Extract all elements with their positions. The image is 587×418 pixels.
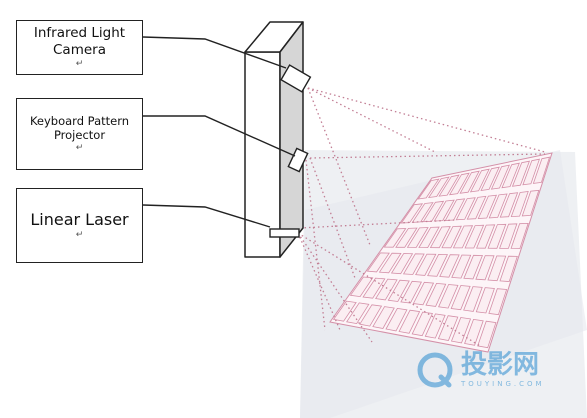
label-linear-laser: Linear Laser↵ — [16, 188, 143, 263]
keyboard-key — [411, 202, 434, 223]
label-camera-line2: Camera — [53, 41, 106, 58]
keyboard-key — [466, 195, 487, 220]
keyboard-key — [433, 199, 455, 222]
keyboard-key — [480, 166, 500, 191]
keyboard-key — [441, 225, 462, 249]
keyboard-key — [475, 255, 495, 281]
keyboard-key — [476, 224, 496, 249]
keyboard-key — [501, 162, 520, 189]
keyboard-key — [378, 252, 402, 274]
leader-lines — [142, 36, 296, 228]
keyboard-key — [438, 284, 459, 309]
keyboard-key — [510, 222, 529, 249]
label-projector-line2: Projector — [53, 128, 106, 143]
keyboard-key — [366, 252, 390, 273]
keyboard-key — [418, 226, 440, 249]
keyboard-key — [499, 192, 519, 218]
keyboard-key — [383, 228, 407, 248]
keyboard-key — [499, 255, 518, 283]
device-side-face — [279, 21, 304, 258]
projected-keyboard — [329, 152, 553, 353]
return-mark-icon: ↵ — [75, 229, 84, 240]
keyboard-key — [359, 304, 383, 327]
keyboard-key — [450, 285, 471, 311]
device-front-face — [244, 51, 281, 258]
keyboard-key — [475, 287, 495, 314]
label-infrared-camera: Infrared Light Camera↵ — [16, 20, 143, 75]
keyboard-key — [499, 223, 518, 249]
keyboard-key — [385, 307, 408, 332]
label-keyboard-projector: Keyboard Pattern Projector↵ — [16, 98, 143, 170]
keyboard-key — [424, 313, 446, 339]
keyboard-key — [463, 254, 483, 280]
keyboard-key — [487, 223, 507, 249]
camera-sensor — [280, 64, 312, 93]
leader-projector — [143, 115, 296, 157]
keyboard-key — [390, 253, 414, 275]
return-mark-icon: ↵ — [75, 142, 84, 153]
watermark-text: 投影网 — [461, 350, 540, 380]
keyboard-key — [450, 317, 472, 344]
watermark: 投影网 TOUYING.COM — [415, 350, 545, 390]
keyboard-key — [437, 315, 459, 341]
keyboard-key — [406, 227, 429, 248]
label-projector-line1: Keyboard Pattern — [29, 114, 130, 128]
keyboard-key — [438, 174, 460, 197]
keyboard-key — [402, 253, 425, 275]
keyboard-key — [395, 227, 418, 248]
keyboard-key — [417, 178, 440, 200]
keyboard-key — [463, 286, 483, 312]
keyboard-key — [425, 282, 447, 307]
label-camera-line1: Infrared Light — [33, 25, 126, 41]
return-mark-icon: ↵ — [75, 58, 84, 69]
keyboard-key — [510, 191, 529, 218]
keyboard-key — [372, 306, 395, 329]
keyboard-key — [511, 160, 531, 187]
keyboard-key — [464, 318, 484, 346]
keyboard-key — [375, 278, 398, 301]
label-laser-line1: Linear Laser — [30, 209, 129, 229]
watermark-logo-icon — [417, 352, 453, 388]
keyboard-key — [448, 172, 470, 196]
keyboard-key — [412, 281, 435, 306]
keyboard-key — [346, 302, 370, 325]
leader-camera — [142, 36, 287, 69]
keyboard-key — [439, 254, 460, 278]
keyboard-key — [477, 320, 497, 349]
keyboard-key — [398, 309, 421, 334]
keyboard-key — [400, 203, 424, 224]
keyboard-key — [452, 225, 474, 249]
laser-emitter — [269, 228, 300, 238]
keyboard-key — [332, 300, 357, 322]
projector-lens — [287, 147, 309, 173]
keyboard-key — [490, 164, 510, 190]
keyboard-key — [455, 197, 476, 221]
keyboard-key — [427, 176, 450, 199]
keyboard-key — [487, 255, 507, 282]
keyboard-key — [415, 253, 437, 276]
leader-laser — [142, 204, 271, 228]
watermark-subtext: TOUYING.COM — [461, 380, 545, 388]
keyboard-key — [469, 168, 490, 193]
keyboard-key — [427, 253, 449, 277]
keyboard-key — [411, 311, 433, 337]
keyboard-key — [522, 158, 541, 186]
keyboard-key — [349, 276, 374, 298]
keyboard-key — [477, 194, 498, 219]
keyboard-key — [464, 224, 485, 249]
keyboard-key — [387, 279, 410, 302]
keyboard-key — [400, 280, 423, 304]
projection-beams — [297, 87, 546, 347]
keyboard-key — [521, 189, 540, 217]
keyboard-key — [488, 288, 508, 316]
keyboard-key — [429, 226, 451, 249]
keyboard-key — [459, 170, 480, 194]
keyboard-key — [451, 254, 472, 279]
keyboard-key — [532, 156, 551, 184]
keyboard-key — [488, 193, 508, 219]
